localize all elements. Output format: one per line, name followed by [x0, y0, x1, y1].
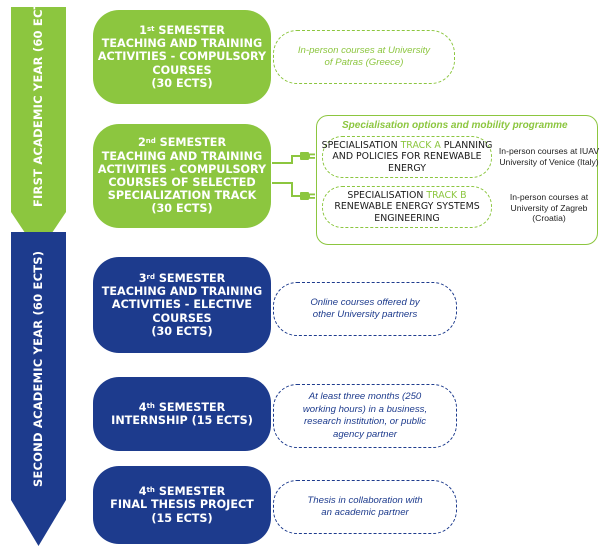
second-year-arrow	[11, 232, 66, 546]
semester-4-thesis-note: Thesis in collaboration with an academic…	[273, 480, 457, 534]
semester-1-box: 1st SEMESTER TEACHING AND TRAINING ACTIV…	[93, 10, 271, 104]
note-line: At least three months (250	[308, 391, 422, 402]
semester-4-thesis-box: 4th SEMESTER FINAL THESIS PROJECT (15 EC…	[93, 466, 271, 544]
track-b-box: SPECIALISATION TRACK B RENEWABLE ENERGY …	[322, 186, 492, 228]
note-line: of Patras (Greece)	[324, 57, 404, 68]
location-line: (Croatia)	[532, 213, 566, 223]
location-line: In-person courses at IUAV	[498, 146, 600, 156]
track-b-line: RENEWABLE ENERGY SYSTEMS	[334, 201, 480, 213]
semester-2-heading: 2nd SEMESTER	[137, 136, 227, 150]
connector-plugs	[300, 152, 315, 200]
semester-1-line: TEACHING AND TRAINING	[101, 37, 263, 51]
semester-4-thesis-line: FINAL THESIS PROJECT	[110, 498, 254, 512]
track-b-line: ENGINEERING	[374, 212, 440, 224]
track-a-line: ENERGY	[388, 162, 426, 174]
semester-3-line: TEACHING AND TRAINING	[101, 285, 263, 299]
semester-2-box: 2nd SEMESTER TEACHING AND TRAINING ACTIV…	[93, 124, 271, 228]
semester-3-heading: 3rd SEMESTER	[138, 271, 226, 285]
track-a-line: AND POLICIES FOR RENEWABLE	[332, 151, 482, 163]
note-line: other University partners	[312, 309, 418, 320]
note-line: agency partner	[333, 428, 397, 440]
track-b-label: TRACK B	[426, 189, 467, 201]
first-year-label: FIRST ACADEMIC YEAR (60 ECTS)	[31, 0, 45, 207]
semester-4-internship-box: 4th SEMESTER INTERNSHIP (15 ECTS)	[93, 377, 271, 451]
semester-1-line: ACTIVITIES - COMPULSORY	[97, 50, 267, 64]
semester-3-line: (30 ECTS)	[151, 324, 213, 338]
semester-4-line: INTERNSHIP (15 ECTS)	[111, 414, 253, 427]
location-line: In-person courses at	[509, 192, 589, 202]
semester-4-thesis-heading: 4th SEMESTER	[138, 485, 226, 499]
semester-3-note: Online courses offered by other Universi…	[273, 282, 457, 336]
semester-1-line: (30 ECTS)	[151, 76, 213, 90]
semester-2-line: ACTIVITIES - COMPULSORY	[97, 162, 267, 176]
track-b-line-1: SPECIALISATION TRACK B	[347, 189, 467, 201]
track-a-label: TRACK A	[400, 139, 441, 151]
semester-4-heading: 4th SEMESTER	[138, 400, 226, 414]
track-b-location: In-person courses at University of Zagre…	[496, 192, 602, 224]
semester-3-line: COURSES	[152, 311, 212, 325]
semester-2-line: COURSES OF SELECTED	[108, 176, 256, 189]
first-year-arrow	[11, 7, 66, 253]
track-a-box: SPECIALISATION TRACK A PLANNING AND POLI…	[322, 136, 492, 178]
note-line: research institution, or public	[303, 416, 427, 427]
note-line: In-person courses at University	[297, 44, 431, 56]
semester-1-note: In-person courses at University of Patra…	[273, 30, 455, 84]
location-line: University of Venice (Italy)	[499, 156, 599, 167]
track-a-line-1: SPECIALISATION TRACK A PLANNING	[321, 139, 493, 151]
semester-1-line: COURSES	[152, 63, 212, 77]
semester-2-line: (30 ECTS)	[151, 202, 213, 216]
semester-2-line: TEACHING AND TRAINING	[101, 149, 263, 163]
semester-3-line: ACTIVITIES - ELECTIVE	[111, 298, 253, 312]
semester-4-internship-note: At least three months (250 working hours…	[273, 384, 457, 448]
track-a-location: In-person courses at IUAV University of …	[496, 146, 602, 167]
note-line: Online courses offered by	[310, 296, 420, 308]
semester-3-box: 3rd SEMESTER TEACHING AND TRAINING ACTIV…	[93, 257, 271, 353]
location-line: University of Zagreb	[510, 202, 588, 213]
connector-lines	[272, 155, 310, 197]
semester-4-thesis-line: (15 ECTS)	[151, 511, 213, 525]
note-line: working hours) in a business,	[302, 403, 428, 415]
note-line: Thesis in collaboration with	[307, 494, 423, 506]
semester-1-heading: 1st SEMESTER	[139, 23, 225, 37]
semester-2-line: SPECIALIZATION TRACK	[107, 189, 257, 203]
specialisation-title: Specialisation options and mobility prog…	[342, 120, 568, 131]
note-line: an academic partner	[321, 507, 409, 518]
second-year-label: SECOND ACADEMIC YEAR (60 ECTS)	[31, 250, 45, 487]
